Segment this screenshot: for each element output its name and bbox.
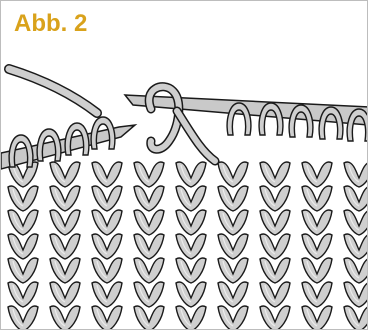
knit-stitch xyxy=(134,234,164,259)
knit-stitch xyxy=(344,186,368,211)
knit-stitch xyxy=(176,186,206,211)
knit-stitch xyxy=(344,282,368,307)
knit-stitch xyxy=(50,234,80,259)
knit-stitch xyxy=(176,162,206,187)
knit-stitch xyxy=(344,234,368,259)
knit-stitch xyxy=(92,258,122,283)
knit-stitch xyxy=(302,162,332,187)
knit-stitch xyxy=(260,234,290,259)
needle-loop xyxy=(227,103,251,135)
figure-label: Abb. 2 xyxy=(14,12,87,36)
knit-stitch xyxy=(176,282,206,307)
knit-stitch xyxy=(302,306,332,330)
knit-stitch xyxy=(344,306,368,330)
knit-stitch xyxy=(50,282,80,307)
knit-stitch xyxy=(302,210,332,235)
knit-stitch xyxy=(8,234,38,259)
knit-stitch xyxy=(176,306,206,330)
knit-stitch xyxy=(260,210,290,235)
knit-stitch xyxy=(176,258,206,283)
knitted-fabric xyxy=(8,162,368,330)
knit-stitch xyxy=(344,210,368,235)
knit-stitch xyxy=(302,258,332,283)
knit-stitch xyxy=(92,186,122,211)
knit-stitch xyxy=(50,306,80,330)
knit-stitch xyxy=(8,210,38,235)
knit-stitch xyxy=(302,234,332,259)
needle-loop xyxy=(259,103,283,135)
knit-stitch xyxy=(260,162,290,187)
knit-stitch xyxy=(260,258,290,283)
needle-loop xyxy=(289,105,313,137)
knit-stitch xyxy=(134,162,164,187)
knit-stitch xyxy=(302,282,332,307)
knit-stitch xyxy=(302,186,332,211)
knit-stitch xyxy=(176,234,206,259)
knit-stitch xyxy=(218,162,248,187)
knit-stitch xyxy=(50,186,80,211)
knit-stitch xyxy=(8,306,38,330)
knit-stitch xyxy=(134,258,164,283)
knit-stitch xyxy=(50,210,80,235)
knit-stitch xyxy=(92,210,122,235)
knit-stitch xyxy=(134,306,164,330)
knit-stitch xyxy=(92,282,122,307)
knit-stitch xyxy=(218,210,248,235)
knit-stitch xyxy=(218,186,248,211)
knit-stitch xyxy=(8,258,38,283)
knit-stitch xyxy=(260,186,290,211)
knit-stitch xyxy=(218,234,248,259)
knit-stitch xyxy=(260,306,290,330)
knit-stitch xyxy=(344,162,368,187)
knit-stitch xyxy=(92,162,122,187)
knit-stitch xyxy=(8,282,38,307)
knit-stitch xyxy=(8,186,38,211)
knit-stitch xyxy=(344,258,368,283)
knit-stitch xyxy=(92,306,122,330)
knit-stitch xyxy=(218,306,248,330)
needle-loop xyxy=(319,107,343,139)
knit-stitch xyxy=(50,162,80,187)
knit-stitch xyxy=(218,282,248,307)
knit-stitch xyxy=(92,234,122,259)
knit-stitch xyxy=(260,282,290,307)
knit-stitch xyxy=(218,258,248,283)
knit-stitch xyxy=(134,282,164,307)
knit-stitch xyxy=(134,186,164,211)
knit-stitch xyxy=(176,210,206,235)
knit-stitch xyxy=(134,210,164,235)
knit-stitch xyxy=(50,258,80,283)
